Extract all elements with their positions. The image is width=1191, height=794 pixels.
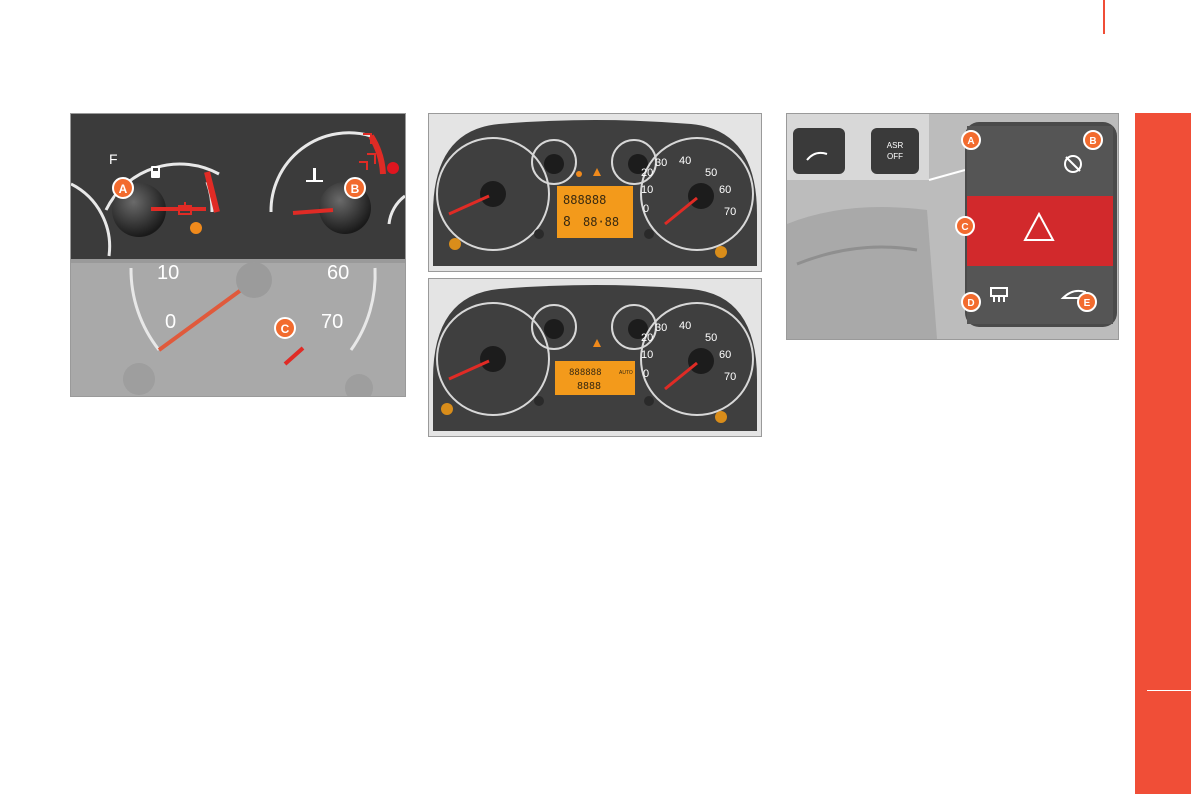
hill-assist-icon — [806, 151, 828, 161]
svg-text:E: E — [1084, 298, 1091, 309]
svg-text:0: 0 — [643, 203, 649, 215]
svg-text:20: 20 — [641, 332, 653, 344]
coolant-dial — [611, 139, 657, 185]
svg-text:70: 70 — [724, 206, 736, 218]
fuel-full-label: F — [109, 151, 118, 167]
switch-e — [1033, 266, 1113, 324]
svg-text:C: C — [961, 222, 968, 233]
svg-text:40: 40 — [679, 320, 691, 332]
stop-start-off-icon — [1064, 155, 1082, 173]
fuel-dial — [531, 139, 577, 185]
svg-text:88·88: 88·88 — [583, 215, 619, 229]
callout-b: B — [1083, 130, 1103, 150]
svg-text:8: 8 — [563, 215, 571, 230]
coolant-temperature-icon — [306, 168, 323, 182]
svg-text:10: 10 — [641, 349, 653, 361]
switch-panel-illustration: ASR OFF A B C D E — [786, 113, 1119, 340]
svg-text:D: D — [967, 298, 974, 309]
speedometer-arc-left — [129, 267, 161, 351]
callout-b: B — [344, 177, 366, 199]
svg-text:8888: 8888 — [577, 381, 601, 392]
multifunction-display — [557, 186, 633, 238]
hill-start-button — [793, 128, 845, 174]
svg-text:888888: 888888 — [569, 368, 602, 378]
multifunction-display — [555, 361, 635, 395]
seatbelt-lamp-icon — [283, 346, 305, 366]
svg-text:30: 30 — [655, 157, 667, 169]
rear-defrost-icon — [990, 287, 1008, 302]
callout-a: A — [961, 130, 981, 150]
svg-text:10: 10 — [641, 184, 653, 196]
header-marker-line — [1103, 0, 1105, 34]
svg-text:ASR: ASR — [887, 141, 904, 150]
svg-text:60: 60 — [719, 184, 731, 196]
coolant-gauge-arc — [269, 131, 372, 213]
chapter-tab-divider — [1147, 690, 1191, 691]
hazard-warning-icon — [593, 168, 601, 176]
svg-text:A: A — [967, 136, 974, 147]
speedometer-needle — [157, 288, 243, 352]
coolant-warning-icon — [359, 133, 376, 170]
svg-text:B: B — [1089, 136, 1096, 147]
svg-text:C: C — [281, 322, 290, 336]
fuel-pump-icon — [151, 166, 160, 178]
callout-e: E — [1077, 292, 1097, 312]
svg-text:40: 40 — [679, 155, 691, 167]
coolant-warning-lamp — [387, 162, 399, 174]
svg-text:60: 60 — [719, 349, 731, 361]
chapter-side-tab — [1135, 113, 1191, 794]
fuel-reserve-lamp — [190, 222, 202, 234]
speed-tick-0: 0 — [165, 311, 176, 333]
instrument-cluster-bottom: 30 40 20 50 10 60 0 70 888888 AUTO 8888 — [428, 278, 762, 437]
hazard-triangle-icon — [1023, 211, 1055, 241]
callout-a: A — [112, 177, 134, 199]
callout-c: C — [274, 317, 296, 339]
svg-text:A: A — [119, 182, 128, 196]
speed-tick-70: 70 — [321, 311, 343, 333]
svg-text:AUTO: AUTO — [619, 370, 633, 376]
tachometer-dial — [640, 137, 754, 251]
speedometer-dial — [436, 137, 550, 251]
svg-text:20: 20 — [641, 167, 653, 179]
svg-text:888888: 888888 — [563, 193, 606, 207]
svg-text:30: 30 — [655, 322, 667, 334]
instrument-cluster-top: 30 40 20 50 10 60 0 70 888888 8 88·88 — [428, 113, 762, 272]
gauges-illustration: F 10 0 60 70 A B C — [70, 113, 406, 397]
svg-text:OFF: OFF — [887, 152, 903, 161]
asr-off-button — [871, 128, 919, 174]
fuel-warning-icon — [178, 202, 192, 215]
hazard-button — [967, 196, 1113, 266]
svg-text:0: 0 — [643, 368, 649, 380]
callout-c: C — [955, 216, 975, 236]
svg-text:B: B — [351, 182, 360, 196]
speedometer-arc-right — [349, 267, 377, 351]
svg-text:50: 50 — [705, 332, 717, 344]
speed-tick-60: 60 — [327, 262, 349, 284]
rear-wiper-icon — [1060, 289, 1086, 299]
svg-text:50: 50 — [705, 167, 717, 179]
callout-d: D — [961, 292, 981, 312]
speed-tick-10: 10 — [157, 262, 179, 284]
svg-text:70: 70 — [724, 371, 736, 383]
